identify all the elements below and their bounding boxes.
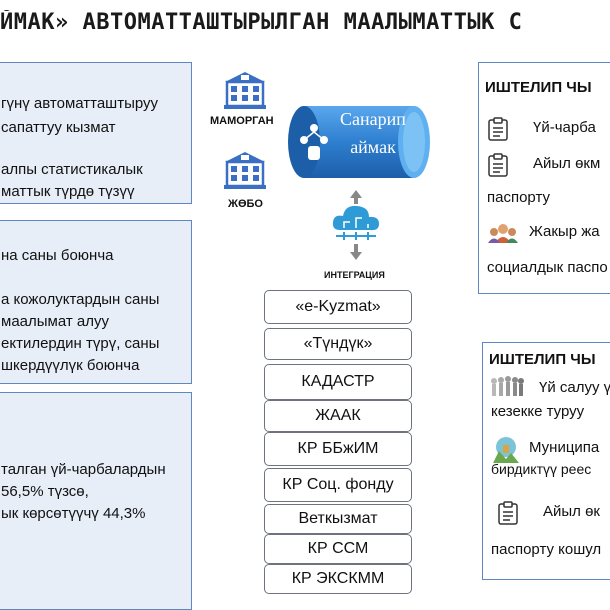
right-panel-item: кезекке туруу: [491, 403, 585, 420]
cylinder-label-line1: Санарип: [340, 109, 406, 129]
left-panel-line: маттык түрдө түзүү: [1, 183, 135, 200]
left-panel-line: талган үй-чарбалардын: [1, 461, 166, 478]
left-panel-line: маалымат алуу: [1, 313, 109, 330]
left-panel-line: алпы статистикалык: [1, 161, 143, 178]
cloud-integration-icon: [332, 190, 379, 260]
right-panel-developed-1: ИШТЕЛИП ЧЫ Үй-чарба Айыл өкм паспорту Жа…: [478, 62, 610, 294]
land-registry-icon: [493, 437, 519, 463]
database-cylinder-icon: [288, 106, 430, 178]
page-title: ЙМАК» АВТОМАТТАШТЫРЫЛГАН МААЛЫМАТТЫК С: [0, 10, 523, 35]
right-panel-item: бирдиктүү реес: [491, 461, 592, 477]
municipal-building-icon: [224, 152, 266, 189]
system-kadastr: КАДАСТР: [264, 364, 412, 400]
left-panel-line: ектилердин түрү, саны: [1, 335, 160, 352]
jebo-label: ЖӨБО: [228, 198, 263, 210]
integration-label: ИНТЕГРАЦИЯ: [324, 270, 385, 280]
clipboard-icon: [488, 153, 508, 177]
left-panel-line: шкердүүлүк боюнча: [1, 357, 140, 374]
left-panel-count: на саны боюнча а кожолуктардын саны маал…: [0, 220, 192, 384]
crowd-queue-icon: [491, 376, 524, 396]
clipboard-icon: [488, 117, 508, 141]
right-panel-item: Жакыр жа: [529, 223, 600, 240]
system-kr-ssm: КР ССМ: [264, 534, 412, 564]
system-soc-fund: КР Соц. фонду: [264, 468, 412, 502]
government-building-icon: [224, 72, 266, 109]
right-panel-developed-2: ИШТЕЛИП ЧЫ Үй салуу ү кезекке туруу Муни…: [482, 342, 610, 580]
right-panel-item: Үй-чарба: [533, 119, 596, 136]
system-vetkyzmat: Веткызмат: [264, 504, 412, 534]
right-panel-item: Айыл өк: [543, 503, 600, 520]
right-panel-item: социалдык паспо: [487, 259, 608, 276]
system-tunduk: «Түндүк»: [264, 328, 412, 360]
left-panel-line: а кожолуктардын саны: [1, 291, 160, 308]
left-panel-line: на саны боюнча: [1, 247, 114, 264]
system-e-kyzmat: «е-Kyzmat»: [264, 290, 412, 324]
left-panel-line: 56,5% түзсө,: [1, 483, 89, 500]
left-panel-households: талган үй-чарбалардын 56,5% түзсө, ык кө…: [0, 392, 192, 610]
right-panel-header: ИШТЕЛИП ЧЫ: [485, 79, 592, 96]
system-kr-ekskmm: КР ЭКСКММ: [264, 564, 412, 594]
cylinder-label-line2: аймак: [350, 137, 396, 157]
right-panel-item: Муниципа: [529, 439, 600, 456]
right-panel-header: ИШТЕЛИП ЧЫ: [489, 351, 596, 368]
system-kr-bbjim: КР ББжИМ: [264, 432, 412, 466]
left-panel-line: сапаттуу кызмат: [1, 119, 116, 136]
left-panel-line: ык көрсөтүүчү 44,3%: [1, 505, 146, 522]
left-panel-automation: гүнү автоматташтыруу сапаттуу кызмат алп…: [0, 62, 192, 204]
left-panel-line: гүнү автоматташтыруу: [1, 95, 159, 112]
people-group-icon: [488, 224, 518, 243]
right-panel-item: Айыл өкм: [533, 155, 601, 172]
maporgan-label: МАМОРГАН: [210, 115, 274, 127]
right-panel-item: паспорту: [487, 189, 550, 206]
right-panel-item: паспорту кошул: [491, 541, 602, 558]
right-panel-item: Үй салуу ү: [539, 379, 610, 396]
clipboard-icon: [498, 501, 518, 525]
system-jaak: ЖААК: [264, 400, 412, 432]
